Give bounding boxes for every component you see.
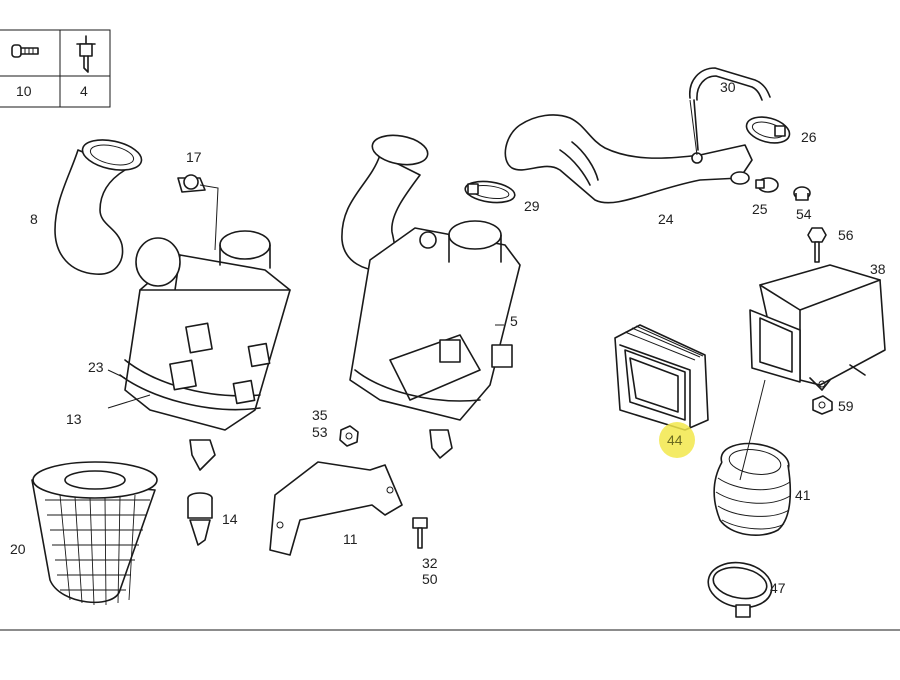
label-32[interactable]: 32	[422, 555, 438, 571]
label-25[interactable]: 25	[752, 201, 768, 217]
breather-hose-30[interactable]	[689, 67, 771, 151]
label-59[interactable]: 59	[838, 398, 854, 414]
screw-icon	[11, 44, 39, 58]
drain-valve-14[interactable]	[187, 492, 213, 546]
bracket-11[interactable]	[269, 461, 403, 556]
filter-element-20[interactable]	[31, 461, 158, 606]
bolt-32-50[interactable]	[412, 517, 428, 549]
rubber-seal-44[interactable]	[614, 324, 709, 431]
label-24[interactable]: 24	[658, 211, 674, 227]
label-11[interactable]: 11	[343, 531, 358, 547]
label-8[interactable]: 8	[30, 211, 38, 227]
label-17[interactable]: 17	[186, 149, 202, 165]
air-filter-housing-left[interactable]	[119, 230, 291, 471]
label-29[interactable]: 29	[524, 198, 540, 214]
clamp-25[interactable]	[730, 171, 779, 193]
label-47[interactable]: 47	[770, 580, 786, 596]
highlight-marker-44	[659, 422, 695, 458]
plug-54[interactable]	[793, 186, 811, 201]
intake-tube-8[interactable]	[54, 135, 144, 275]
valve-icon	[76, 35, 96, 73]
label-54[interactable]: 54	[796, 206, 812, 222]
sensor-17[interactable]	[177, 174, 219, 251]
label-30[interactable]: 30	[720, 79, 736, 95]
hose-clamp-47[interactable]	[705, 558, 776, 618]
label-35[interactable]: 35	[312, 407, 328, 423]
label-44[interactable]: 44	[667, 432, 683, 448]
intake-duct-24[interactable]	[504, 114, 753, 204]
label-23[interactable]: 23	[88, 359, 104, 375]
label-53[interactable]: 53	[312, 424, 328, 440]
air-filter-housing-center[interactable]	[341, 131, 521, 459]
label-38[interactable]: 38	[870, 261, 886, 277]
hose-clamp-29[interactable]	[464, 179, 516, 206]
label-50[interactable]: 50	[422, 571, 438, 587]
nut-59[interactable]	[812, 395, 833, 415]
label-26[interactable]: 26	[801, 129, 817, 145]
bellows-hose-41[interactable]	[713, 439, 792, 536]
part-number-labels: 8 17 23 13 20 14 5 29 35 53 11 32 50 30 …	[10, 79, 886, 596]
filter-mesh-pattern	[45, 494, 150, 606]
legend-number-10: 10	[16, 83, 32, 99]
label-56[interactable]: 56	[838, 227, 854, 243]
label-14[interactable]: 14	[222, 511, 238, 527]
leader-lines	[107, 99, 766, 481]
legend-number-4: 4	[80, 83, 88, 99]
bolt-56[interactable]	[807, 227, 827, 263]
air-duct-38[interactable]	[749, 264, 886, 391]
label-20[interactable]: 20	[10, 541, 26, 557]
legend-table: 10 4	[0, 29, 111, 108]
label-5[interactable]: 5	[510, 313, 518, 329]
hose-clamp-26[interactable]	[744, 113, 793, 148]
nut-35-53[interactable]	[339, 425, 359, 447]
label-41[interactable]: 41	[795, 487, 811, 503]
label-13[interactable]: 13	[66, 411, 82, 427]
